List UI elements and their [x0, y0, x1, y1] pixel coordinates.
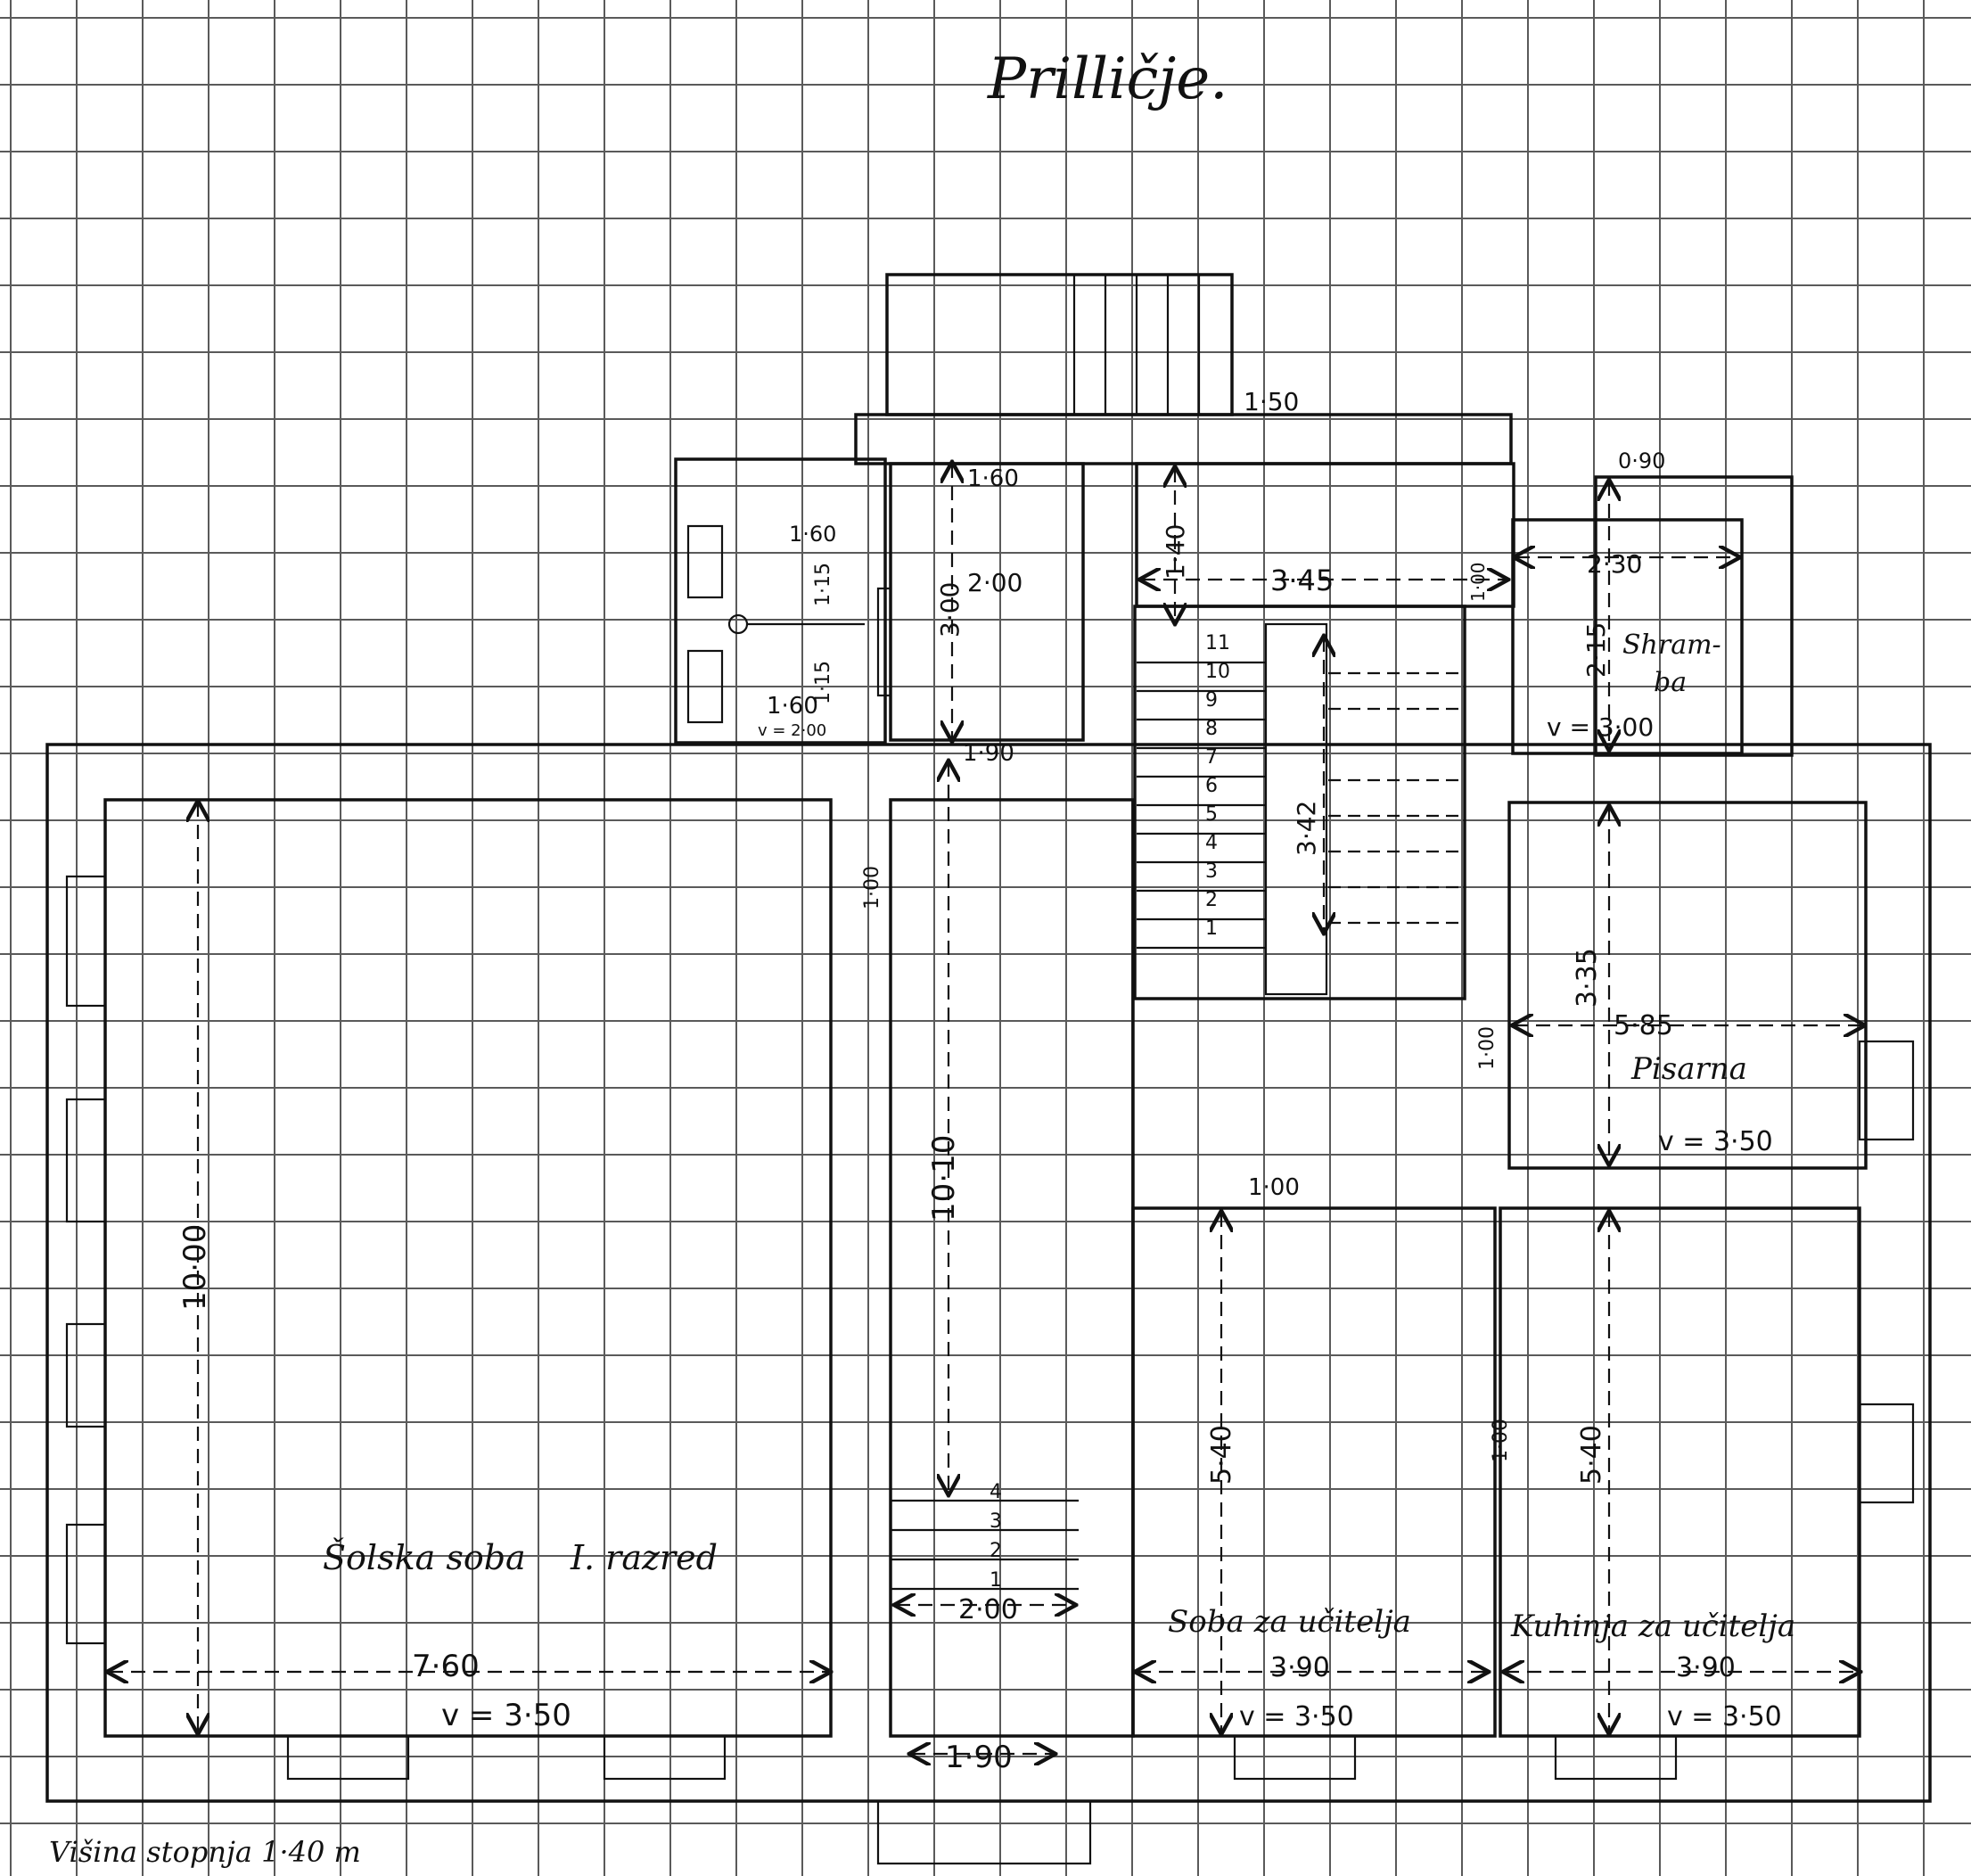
office-height: v = 3·50 — [1658, 1126, 1773, 1157]
stair-number: 10 — [1205, 661, 1230, 683]
drawing-title: Prilličje. — [987, 46, 1228, 112]
teacher-room-height: v = 3·50 — [1239, 1701, 1354, 1732]
teacher-room-width: 3·90 — [1270, 1652, 1330, 1683]
teacher-room-length: 5·40 — [1206, 1425, 1237, 1485]
office-length: 3·35 — [1572, 948, 1603, 1008]
main-stairs — [1137, 622, 1462, 996]
exit-width: 1·90 — [945, 1740, 1013, 1775]
teacher-kitchen-name: Kuhinja za učitelja — [1510, 1609, 1795, 1644]
stair-number: 4 — [1205, 832, 1218, 854]
front-steps — [891, 1499, 1079, 1591]
stair-number: 11 — [1205, 632, 1230, 654]
teacher-room-name: Soba za učitelja — [1168, 1604, 1411, 1640]
classroom-width: 7·60 — [412, 1649, 480, 1684]
dim-090: 0·90 — [1618, 448, 1665, 473]
vestibule-length: 3·00 — [935, 582, 965, 638]
dim-100-pantry: 1·00 — [1467, 562, 1489, 602]
office-name: Pisarna — [1630, 1051, 1747, 1087]
stair-hall-depth: 1·40 — [1161, 524, 1190, 580]
teacher-kitchen-length: 5·40 — [1576, 1425, 1607, 1485]
stair-hall-width: 3·45 — [1270, 564, 1334, 597]
teacher-kitchen-height: v = 3·50 — [1667, 1701, 1782, 1732]
vestibule-passage: 1·90 — [963, 740, 1014, 767]
office-width: 5·85 — [1614, 1010, 1673, 1041]
stair-hall-entry: 1·50 — [1244, 387, 1299, 416]
toilet-dim-top: 1·60 — [789, 522, 836, 547]
vestibule-width: 2·00 — [967, 568, 1022, 597]
stair-hall-door: 1·00 — [1248, 1174, 1300, 1201]
stair-number: 9 — [1205, 689, 1218, 712]
stair-number: 1 — [1205, 917, 1218, 940]
stair-number: 3 — [1205, 860, 1218, 883]
stair-number: 7 — [1205, 746, 1218, 769]
stair-number: 5 — [1205, 803, 1218, 826]
toilet-dim-side2: 1·15 — [812, 661, 834, 704]
stairs-width: 2·00 — [958, 1594, 1018, 1625]
front-stair-number: 3 — [990, 1510, 1002, 1533]
pantry-name-line2: ba — [1654, 667, 1687, 698]
dim-100-teacher: 1·00 — [1490, 1419, 1512, 1462]
vestibule-door: 1·60 — [967, 465, 1019, 492]
classroom-height: v = 3·50 — [441, 1698, 571, 1733]
toilet-height: v = 2·00 — [758, 721, 826, 740]
dim-100-classroom: 1·00 — [861, 866, 883, 909]
front-stair-number: 4 — [990, 1481, 1002, 1503]
front-stair-number: 2 — [990, 1540, 1002, 1562]
classroom-grade: I. razred — [570, 1538, 718, 1577]
toilet-dim-side: 1·15 — [812, 563, 834, 606]
toilet-block — [686, 524, 892, 724]
teacher-kitchen-width: 3·90 — [1676, 1652, 1736, 1683]
dimension-lines — [109, 464, 1863, 1754]
classroom-name: Šolska soba — [323, 1538, 526, 1577]
pantry-name-line1: Shram- — [1622, 629, 1721, 661]
front-stair-number: 1 — [990, 1569, 1002, 1592]
toilet-dim-bottom: 1·60 — [767, 693, 818, 720]
pantry-length: 2·15 — [1581, 622, 1611, 678]
entrance-steps — [1072, 275, 1201, 415]
classroom-length: 10·00 — [177, 1224, 213, 1311]
windows — [65, 875, 1915, 1865]
corridor-length: 10·10 — [926, 1135, 962, 1222]
dim-100-office: 1·00 — [1476, 1026, 1499, 1070]
pantry-height: v = 3·00 — [1547, 712, 1654, 742]
stair-number: 8 — [1205, 718, 1218, 740]
stair-number: 6 — [1205, 775, 1218, 797]
stair-hall-flight: 3·42 — [1292, 801, 1321, 856]
footnote: Višina stopnja 1·40 m — [49, 1835, 361, 1869]
pantry-width: 2·30 — [1587, 549, 1642, 579]
stair-number: 2 — [1205, 889, 1218, 911]
